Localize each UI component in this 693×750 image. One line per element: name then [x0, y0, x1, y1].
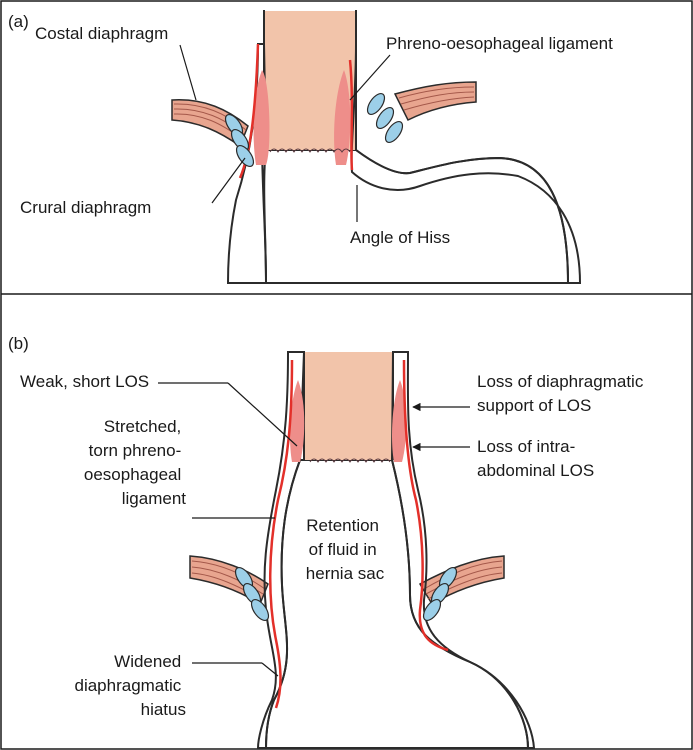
- panel-b-label-widened: Widened diaphragmatic hiatus: [74, 652, 186, 719]
- panel-b-oesophagus: [305, 352, 392, 460]
- panel-b-label-weak-los: Weak, short LOS: [20, 372, 149, 391]
- widened-line-2: diaphragmatic: [74, 676, 181, 695]
- loss-intra-line-1: Loss of intra-: [477, 437, 575, 456]
- panel-a-leader-costal: [180, 45, 196, 100]
- panel-b-label-stretched: Stretched, torn phreno- oesophageal liga…: [84, 417, 186, 508]
- panel-a-right-wall: [352, 44, 580, 283]
- panel-b-label-loss-support: Loss of diaphragmatic support of LOS: [477, 372, 648, 415]
- stretched-line-2: torn phreno-: [89, 441, 182, 460]
- widened-line-1: Widened: [114, 652, 181, 671]
- panel-a-label-crural: Crural diaphragm: [20, 198, 151, 217]
- retention-line-2: of fluid in: [309, 540, 377, 559]
- panel-a-stomach: [262, 150, 568, 283]
- panel-b-tag: (b): [8, 334, 29, 353]
- retention-line-3: hernia sac: [306, 564, 385, 583]
- loss-support-line-1: Loss of diaphragmatic: [477, 372, 644, 391]
- panel-a-tag: (a): [8, 12, 29, 31]
- loss-support-line-2: support of LOS: [477, 396, 591, 415]
- stretched-line-1: Stretched,: [104, 417, 182, 436]
- panel-a-label-angle: Angle of Hiss: [350, 228, 450, 247]
- panel-a-label-phreno: Phreno-oesophageal ligament: [386, 34, 613, 53]
- loss-intra-line-2: abdominal LOS: [477, 461, 594, 480]
- retention-line-1: Retention: [306, 516, 379, 535]
- panel-b-stomach: [266, 460, 528, 748]
- stretched-line-3: oesophageal: [84, 465, 181, 484]
- panel-a-label-costal: Costal diaphragm: [35, 24, 168, 43]
- widened-line-3: hiatus: [141, 700, 186, 719]
- panel-b-label-loss-intra: Loss of intra- abdominal LOS: [477, 437, 594, 480]
- panel-b-label-retention: Retention of fluid in hernia sac: [306, 516, 385, 583]
- panel-b: (b): [8, 334, 648, 748]
- panel-a-leader-crural: [212, 158, 245, 203]
- stretched-line-4: ligament: [122, 489, 187, 508]
- panel-a: (a): [8, 10, 613, 283]
